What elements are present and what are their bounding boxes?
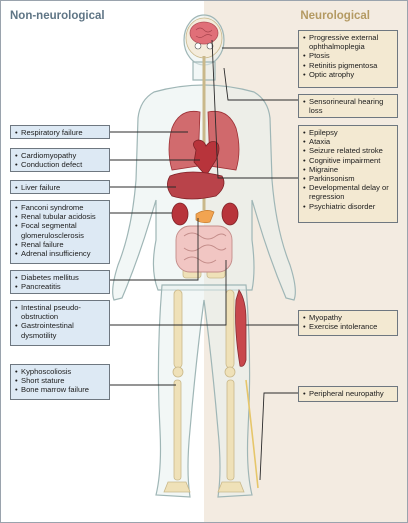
list-item: Intestinal pseudo-obstruction [15, 303, 105, 321]
list-item: Pancreatitis [15, 282, 105, 291]
list-item: Retinitis pigmentosa [303, 61, 393, 70]
brain-box: Epilepsy Ataxia Seizure related stroke C… [298, 125, 398, 223]
list-item: Renal failure [15, 240, 105, 249]
thigh-muscle [235, 289, 247, 367]
list-item: Epilepsy [303, 128, 393, 137]
eye-box: Progressive external ophthalmoplegia Pto… [298, 30, 398, 88]
connector-lines [110, 39, 298, 481]
list-item: Ptosis [303, 51, 393, 60]
list-item: Ataxia [303, 137, 393, 146]
cardiac-box: Cardiomyopathy Conduction defect [10, 148, 110, 172]
eye-left [194, 42, 202, 50]
eye-right [206, 42, 214, 50]
list-item: Parkinsonism [303, 174, 393, 183]
list-item: Focal segmental glomerulosclerosis [15, 221, 105, 239]
list-item: Progressive external ophthalmoplegia [303, 33, 393, 51]
renal-box: Fanconi syndrome Renal tubular acidosis … [10, 200, 110, 264]
list-item: Short stature [15, 376, 105, 385]
kidney-right [221, 202, 239, 226]
liver [167, 171, 225, 200]
intestines [175, 225, 233, 273]
hearing-box: Sensorineural hearing loss [298, 94, 398, 118]
pancreas-box: Diabetes mellitus Pancreatitis [10, 270, 110, 294]
liver-box: Liver failure [10, 180, 110, 194]
list-item: Respiratory failure [15, 128, 105, 137]
list-item: Conduction defect [15, 160, 105, 169]
list-item: Kyphoscoliosis [15, 367, 105, 376]
list-item: Gastrointestinal dysmotility [15, 321, 105, 339]
brain [189, 21, 219, 45]
muscle-box: Myopathy Exercise intolerance [298, 310, 398, 336]
gastrointestinal-box: Intestinal pseudo-obstruction Gastrointe… [10, 300, 110, 346]
list-item: Psychiatric disorder [303, 202, 393, 211]
list-item: Cardiomyopathy [15, 151, 105, 160]
list-item: Seizure related stroke [303, 146, 393, 155]
lung-left [168, 110, 201, 171]
kidney-left [171, 202, 189, 226]
nerve-box: Peripheral neuropathy [298, 386, 398, 402]
respiratory-box: Respiratory failure [10, 125, 110, 139]
list-item: Liver failure [15, 183, 105, 192]
list-item: Cognitive impairment [303, 156, 393, 165]
list-item: Adrenal insufficiency [15, 249, 105, 258]
list-item: Renal tubular acidosis [15, 212, 105, 221]
list-item: Diabetes mellitus [15, 273, 105, 282]
list-item: Optic atrophy [303, 70, 393, 79]
list-item: Fanconi syndrome [15, 203, 105, 212]
list-item: Exercise intolerance [303, 322, 393, 331]
neurological-heading: Neurological [300, 10, 370, 22]
list-item: Sensorineural hearing loss [303, 97, 393, 115]
list-item: Bone marrow failure [15, 385, 105, 394]
peripheral-nerve [245, 379, 259, 489]
skeletal-box: Kyphoscoliosis Short stature Bone marrow… [10, 364, 110, 400]
list-item: Developmental delay or regression [303, 183, 393, 201]
heart [193, 139, 220, 177]
pancreas [195, 210, 215, 224]
list-item: Migraine [303, 165, 393, 174]
non-neurological-heading: Non-neurological [10, 10, 105, 22]
list-item: Myopathy [303, 313, 393, 322]
list-item: Peripheral neuropathy [303, 389, 393, 398]
